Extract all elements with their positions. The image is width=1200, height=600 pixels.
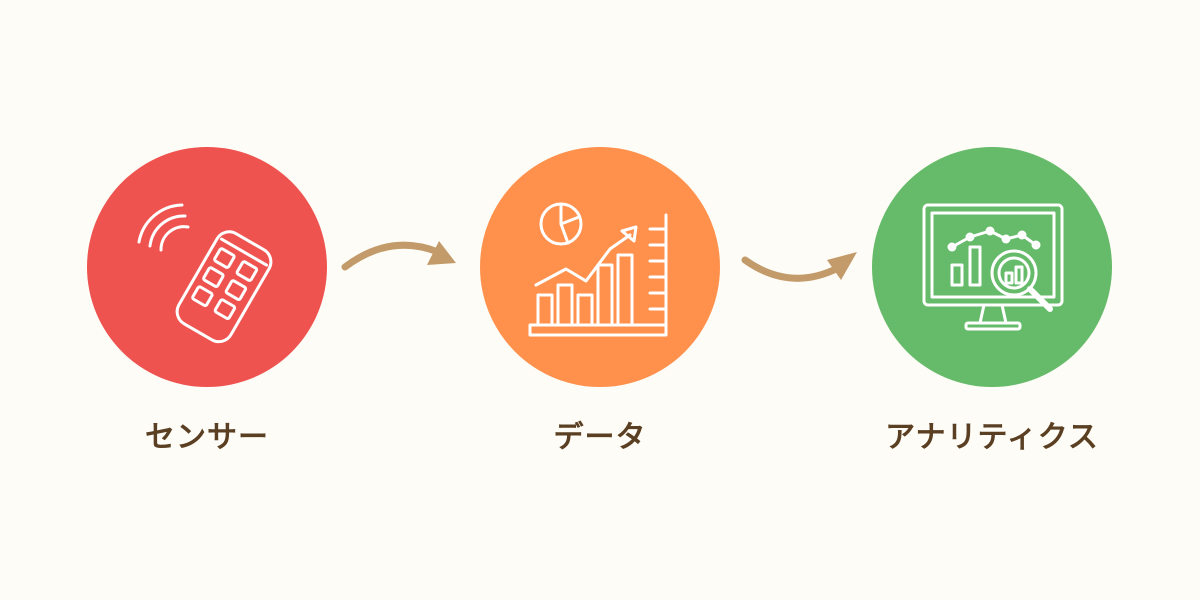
step-label-data: データ: [553, 420, 647, 455]
arrow-right-icon: [341, 241, 456, 271]
data-chart-icon: [528, 202, 668, 337]
data-circle: [480, 147, 720, 387]
step-label-analytics: アナリティクス: [885, 420, 1099, 455]
analytics-monitor-icon: [922, 203, 1064, 331]
step-label-sensor: センサー: [145, 420, 269, 455]
arrow-right-icon: [741, 252, 857, 282]
analytics-circle: [872, 147, 1112, 387]
remote-sensor-icon: [137, 203, 273, 344]
sensor-circle: [87, 147, 327, 387]
